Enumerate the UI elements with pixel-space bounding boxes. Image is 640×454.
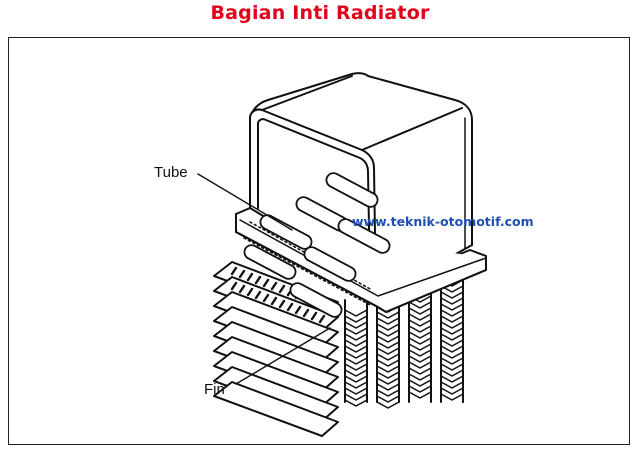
tube-label: Tube <box>154 164 188 181</box>
fin-label: Fin <box>204 381 225 398</box>
core-column <box>344 291 368 407</box>
tube-end <box>259 214 313 250</box>
fin-layer <box>213 381 339 437</box>
tube-ends <box>243 172 391 318</box>
tube-leader-line <box>197 173 293 231</box>
tube-end <box>337 218 391 254</box>
diagram-title: Bagian Inti Radiator <box>210 2 430 24</box>
tube-end <box>303 246 357 282</box>
leader-lines <box>197 173 331 385</box>
website-watermark: www.teknik-otomotif.com <box>352 214 534 229</box>
fin-stack <box>213 261 339 437</box>
tube-end <box>243 244 297 280</box>
tube-end <box>325 172 379 208</box>
diagram-frame <box>8 37 630 445</box>
tube-end <box>289 282 343 318</box>
fin-leader-line <box>235 327 331 385</box>
